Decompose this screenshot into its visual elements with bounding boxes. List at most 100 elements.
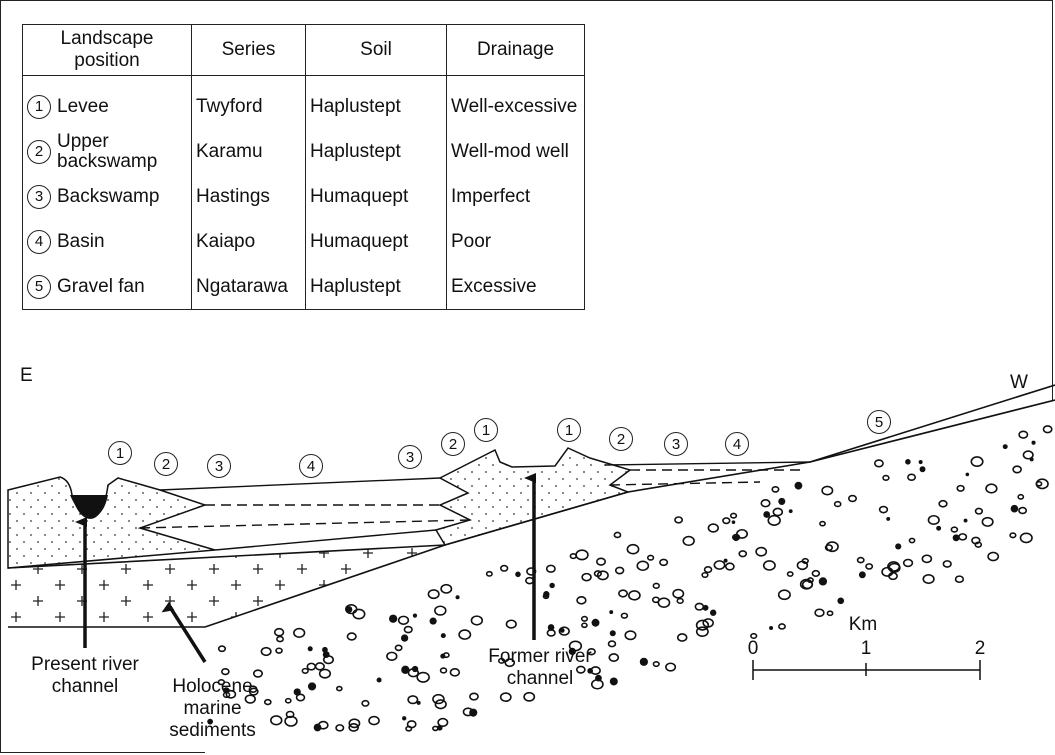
gravel-clast [609, 630, 616, 637]
header-drainage: Drainage [446, 24, 585, 76]
gravel-clast [609, 677, 618, 686]
gravel-clast [345, 603, 358, 615]
gravel-clast [788, 509, 793, 514]
gravel-clast [394, 644, 403, 652]
soil-cell: Haplustept [305, 129, 447, 174]
gravel-clast [436, 724, 443, 731]
gravel-clast [449, 668, 461, 677]
gravel-clast [627, 590, 641, 601]
gravel-clast [523, 691, 536, 702]
gravel-clast [767, 514, 781, 526]
series-cell: Hastings [191, 174, 306, 219]
gravel-clast [497, 657, 506, 664]
gravel-clast [275, 647, 283, 654]
gravel-clast [762, 560, 776, 571]
gravel-clast [907, 473, 917, 482]
gravel-clast [407, 668, 420, 678]
drainage-cell: Poor [446, 219, 585, 264]
gravel-clast [580, 615, 589, 622]
gravel-clast [636, 560, 650, 572]
profile-marker: 1 [557, 418, 581, 442]
gravel-clast [412, 613, 418, 618]
gravel-clast [575, 665, 586, 674]
header-series: Series [191, 24, 306, 76]
gravel-clast [499, 564, 509, 572]
gravel-clast [284, 715, 298, 727]
gravel-clast [244, 694, 256, 704]
gravel-clast [1017, 493, 1025, 500]
gravel-clast [724, 562, 735, 571]
soil-cell: Haplustept [305, 75, 447, 129]
gravel-clast [1022, 450, 1034, 460]
gravel-clast [558, 626, 570, 636]
gravel-clast [581, 572, 592, 582]
gravel-clast [736, 528, 749, 539]
gravel-clast [217, 679, 226, 686]
gravel-clast [217, 645, 227, 653]
gravel-clast [919, 466, 926, 473]
gravel-clast [902, 558, 914, 568]
gravel-clast [814, 608, 825, 618]
gravel-clast [760, 499, 771, 508]
gravel-clast [821, 485, 834, 496]
gravel-clast [221, 668, 230, 676]
gravel-clast [701, 571, 709, 579]
gravel-clast [952, 534, 960, 542]
gravel-clast [665, 662, 677, 672]
soil-cell: Humaquept [305, 174, 447, 219]
gravel-clast [738, 550, 748, 558]
gravel-clast [626, 543, 640, 555]
profile-marker: 3 [664, 432, 688, 456]
gravel-clast [252, 669, 264, 678]
gravel-clast [400, 634, 409, 642]
gravel-clast [847, 494, 858, 503]
scale-bar [752, 660, 981, 680]
legend-table: Landscape position Series Soil Drainage … [22, 24, 585, 310]
gravel-clast [858, 571, 866, 579]
gravel-clast [295, 693, 306, 702]
gravel-clast [778, 623, 786, 630]
present-channel-label: Present river channel [31, 654, 139, 697]
gravel-clast [547, 624, 555, 631]
gravel-clast [401, 665, 410, 675]
east-label: E [20, 365, 33, 386]
gravel-clast [938, 499, 948, 508]
series-cell: Twyford [191, 75, 306, 129]
profile-marker: 4 [299, 454, 323, 478]
gravel-clast [974, 507, 984, 515]
gravel-clast [1018, 430, 1029, 439]
gravel-clast [225, 689, 237, 699]
drainage-cell: Well-excessive [446, 75, 585, 129]
drainage-cell: Imperfect [446, 174, 585, 219]
gravel-clast [293, 627, 306, 638]
gravel-clast [307, 646, 313, 652]
gravel-clast [455, 595, 460, 600]
gravel-clast [276, 635, 284, 643]
profile-marker: 2 [609, 427, 633, 451]
profile-marker: 2 [154, 452, 178, 476]
gravel-clast [769, 626, 774, 631]
gravel-clast [954, 575, 965, 584]
gravel-clast [794, 481, 803, 490]
gravel-clast [416, 700, 421, 705]
gravel-clast [713, 560, 726, 570]
gravel-clast [987, 551, 1000, 562]
gravel-clast [826, 610, 834, 617]
holocene-marine-sediments [8, 545, 445, 627]
gravel-clast [348, 718, 361, 729]
gravel-clast [586, 647, 596, 656]
drainage-cell: Well-mod well [446, 129, 585, 174]
gravel-clast [895, 543, 902, 550]
gravel-clast [786, 571, 794, 577]
gravel-clast [306, 662, 317, 671]
position-label: Gravel fan [57, 275, 145, 297]
gravel-clast [1042, 425, 1053, 434]
gravel-clast [825, 541, 839, 553]
gravel-clast [796, 560, 809, 571]
gravel-clast [335, 724, 345, 732]
gravel-clast [248, 687, 259, 696]
profile-marker: 4 [725, 432, 749, 456]
